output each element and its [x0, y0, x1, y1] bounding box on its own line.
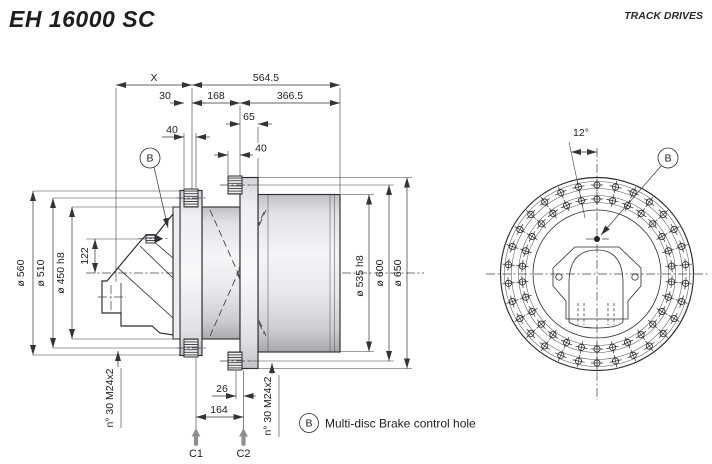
left-dimensions: ø 560 ø 510 ø 450 h8 122	[15, 191, 98, 355]
balloon-b-front-label: B	[664, 153, 671, 165]
dim-168: 168	[207, 90, 225, 102]
dim-spigot450: ø 450 h8	[55, 252, 67, 294]
motor-mount-silhouette	[552, 246, 642, 329]
spindle-flange	[179, 189, 203, 357]
dim-total: 564.5	[253, 72, 279, 84]
dim-12deg: 12°	[573, 127, 589, 139]
dim-x: X	[150, 72, 157, 84]
dim-26: 26	[216, 383, 228, 395]
dim-spigot535: ø 535 h8	[354, 255, 366, 297]
stud-circles	[502, 178, 692, 370]
page-title: EH 16000 SC	[9, 6, 155, 32]
dim-bc600: ø 600	[374, 259, 386, 286]
port-c1-label: C1	[189, 448, 203, 460]
wheel-flange	[239, 176, 259, 370]
balloon-b-side-leader	[153, 166, 169, 229]
dim-122: 122	[79, 247, 91, 265]
balloon-b-front-leader	[600, 165, 662, 236]
top-dimensions: X 564.5 30 168 366.5 65 40 40	[116, 72, 340, 158]
category-label: TRACK DRIVES	[624, 10, 703, 22]
dim-od560: ø 560	[15, 259, 27, 286]
extension-lines	[33, 88, 412, 446]
port-c2-label: C2	[236, 448, 250, 460]
port-c2-arrow	[239, 428, 248, 446]
outer-diameter-circle	[499, 176, 695, 372]
gearbox-neck	[201, 206, 241, 340]
angle-dimension: 12°	[568, 127, 597, 219]
right-dimensions: ø 535 h8 ø 600 ø 650	[354, 177, 410, 369]
bottom-dimensions: 26 164 n° 30 M24x2 n° 30 M24x2 C1 C2	[104, 351, 280, 460]
balloon-b-front	[657, 147, 679, 169]
side-view: B	[15, 72, 424, 460]
dim-40-left: 40	[166, 124, 178, 136]
dim-164: 164	[210, 404, 228, 416]
legend-balloon-label: B	[305, 418, 312, 430]
wheel-studs	[220, 175, 250, 371]
spindle-studs	[176, 188, 208, 358]
ear-hole-left	[555, 273, 563, 281]
hydraulic-motor	[98, 212, 174, 336]
balloon-b-side	[139, 147, 161, 169]
dim-40-right: 40	[255, 143, 267, 155]
front-view: B 12°	[486, 127, 708, 400]
drum-body	[257, 193, 341, 353]
stud-count-left: n° 30 M24x2	[104, 368, 116, 427]
motor-adapter	[172, 206, 181, 340]
spigot-circle	[532, 209, 662, 339]
ear-hole-right	[631, 273, 639, 281]
dim-65: 65	[243, 111, 255, 123]
dim-30: 30	[159, 90, 171, 102]
stud-count-right: n° 30 M24x2	[262, 376, 274, 435]
dim-od650: ø 650	[392, 259, 404, 286]
dim-3665: 366.5	[277, 90, 303, 102]
legend-text: Multi-disc Brake control hole	[325, 417, 476, 431]
legend-balloon	[299, 413, 319, 433]
legend: B Multi-disc Brake control hole	[299, 413, 476, 433]
dim-bc510: ø 510	[35, 259, 47, 286]
balloon-b-side-label: B	[146, 153, 153, 165]
port-c1-arrow	[191, 428, 201, 446]
brake-hole-dot	[594, 236, 600, 242]
